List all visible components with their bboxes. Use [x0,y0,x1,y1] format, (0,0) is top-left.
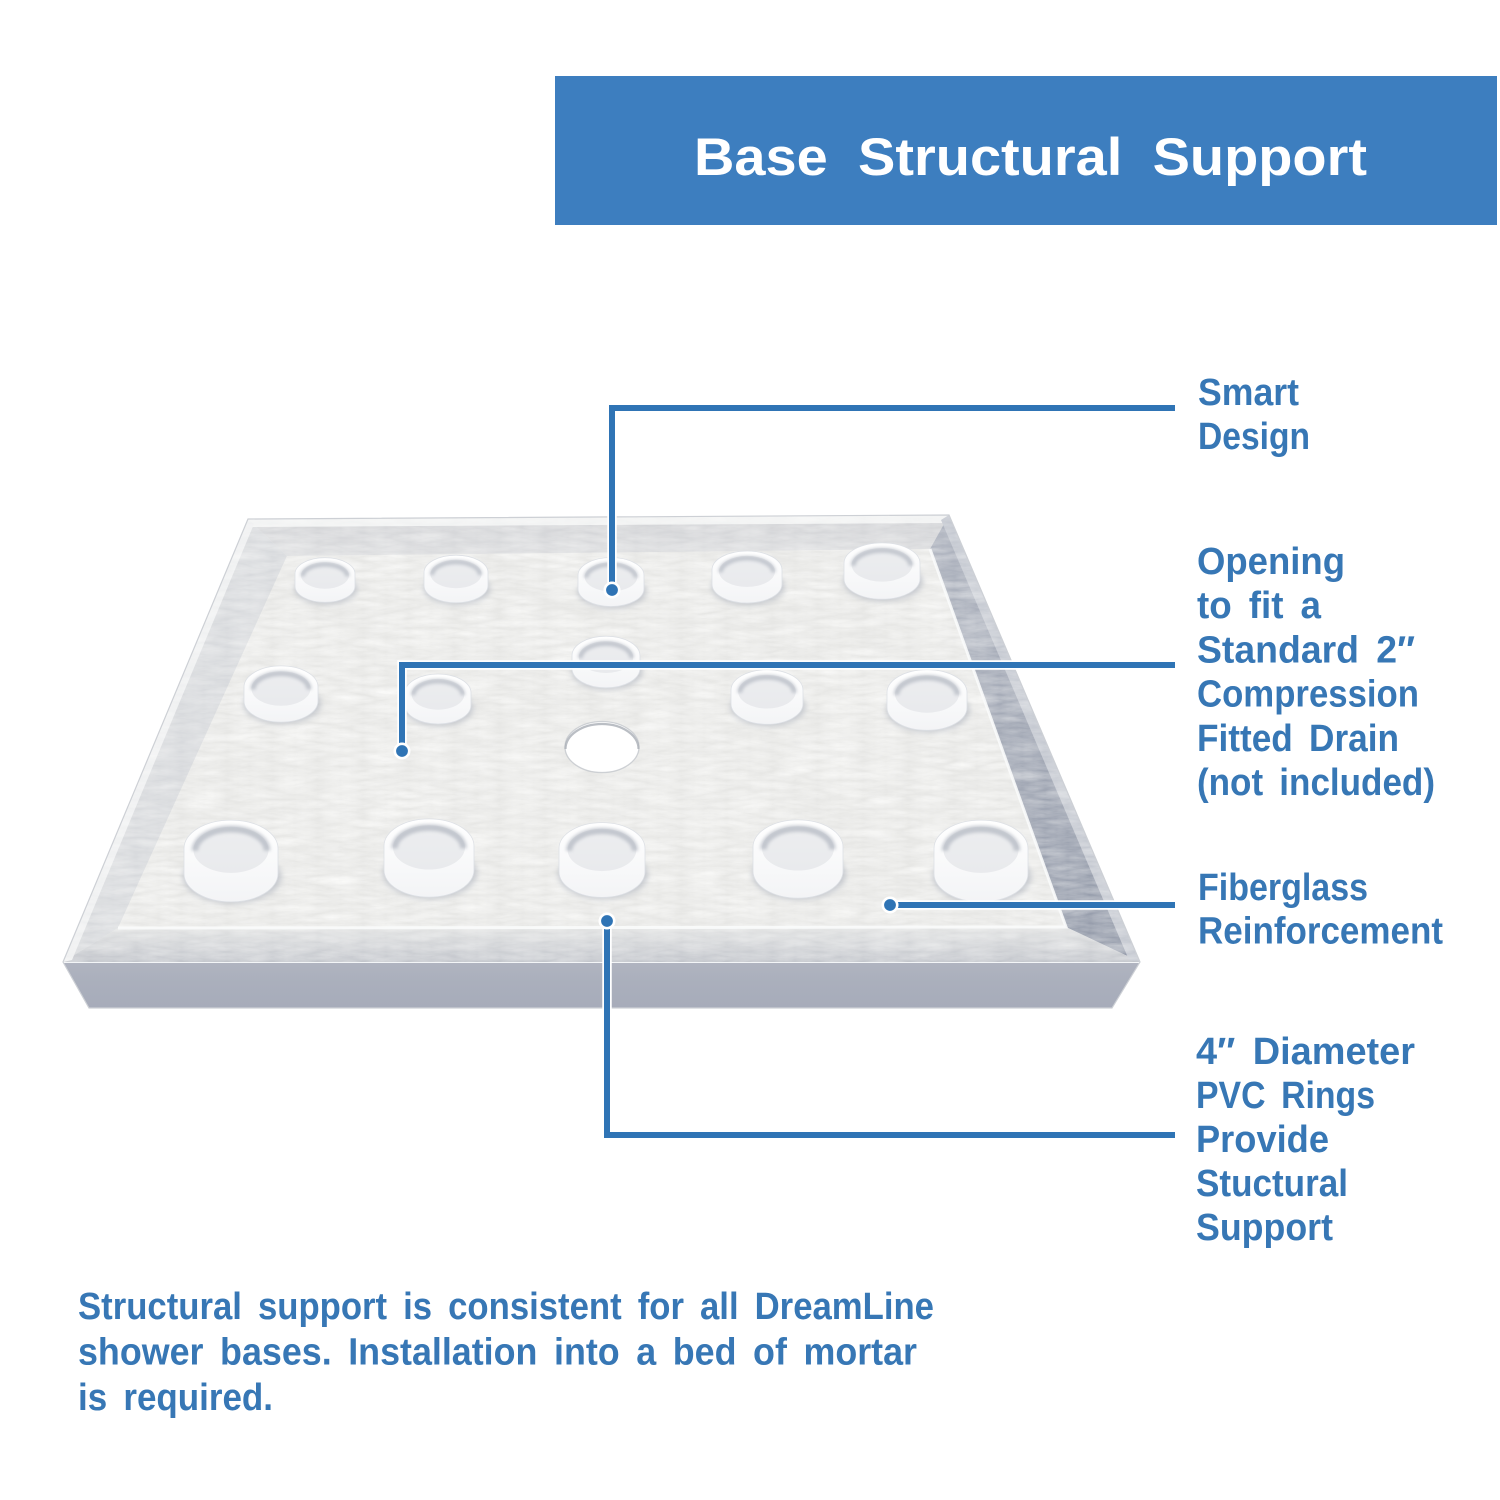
svg-text:(not included): (not included) [1197,762,1435,804]
svg-text:is required.: is required. [78,1377,273,1419]
svg-text:PVC Rings: PVC Rings [1196,1075,1375,1117]
svg-text:Compression: Compression [1197,674,1419,716]
svg-text:4″ Diameter: 4″ Diameter [1196,1031,1415,1073]
svg-text:Base Structural Support: Base Structural Support [694,128,1367,187]
svg-text:Reinforcement: Reinforcement [1198,911,1443,953]
svg-text:Standard 2″: Standard 2″ [1197,629,1415,671]
svg-text:Design: Design [1198,416,1310,458]
svg-text:Fitted Drain: Fitted Drain [1197,718,1399,760]
svg-text:Fiberglass: Fiberglass [1198,867,1368,909]
svg-text:Provide: Provide [1196,1119,1329,1161]
svg-text:Support: Support [1196,1207,1333,1249]
svg-text:Opening: Opening [1197,541,1345,583]
svg-text:to fit a: to fit a [1197,585,1322,627]
svg-text:shower bases. Installation int: shower bases. Installation into a bed of… [78,1332,917,1374]
svg-text:Structural support is consiste: Structural support is consistent for all… [78,1286,934,1328]
svg-text:Stuctural: Stuctural [1196,1163,1348,1205]
svg-text:Smart: Smart [1198,372,1299,414]
